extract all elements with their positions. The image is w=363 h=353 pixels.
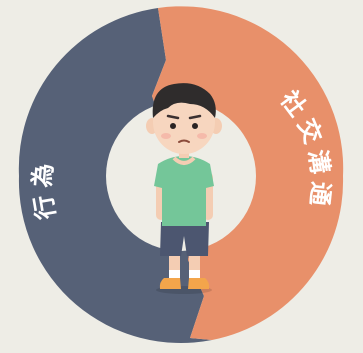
- left-ring-segment: [18, 8, 212, 344]
- child-illustration: [146, 83, 222, 294]
